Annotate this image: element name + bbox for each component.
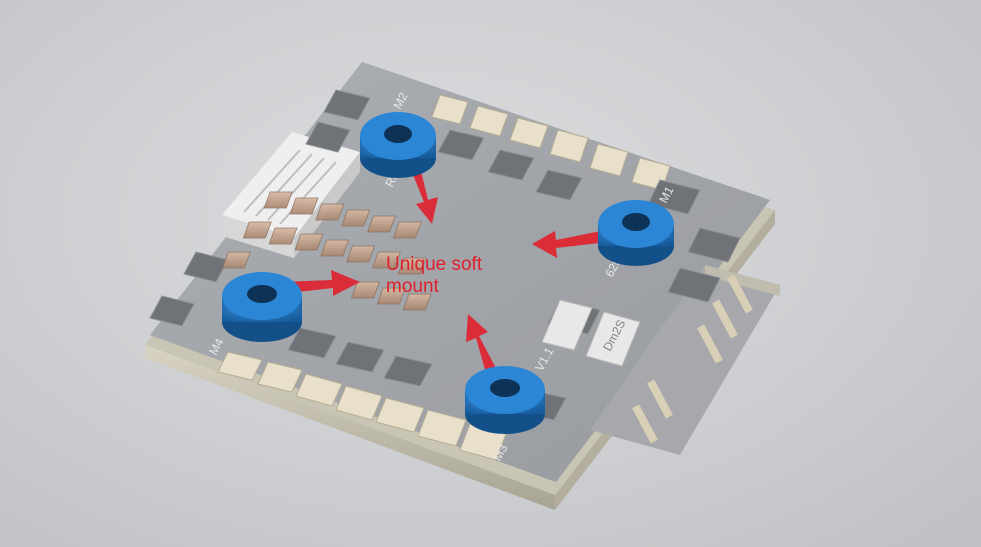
grommet-left xyxy=(222,272,302,342)
sensor-chips xyxy=(541,299,641,367)
caption-line-2: mount xyxy=(386,276,439,297)
solder-pads-bottom xyxy=(217,351,507,461)
grommet-top-left xyxy=(360,112,436,178)
soft-mount-caption: Unique soft mount xyxy=(386,254,516,298)
caption-line-1: Unique soft xyxy=(386,254,483,275)
grommet-bottom xyxy=(465,366,545,434)
grommet-icon xyxy=(222,112,674,434)
capacitor-array xyxy=(221,191,432,311)
grommet-right xyxy=(598,200,674,266)
lower-board-tab xyxy=(590,265,780,455)
